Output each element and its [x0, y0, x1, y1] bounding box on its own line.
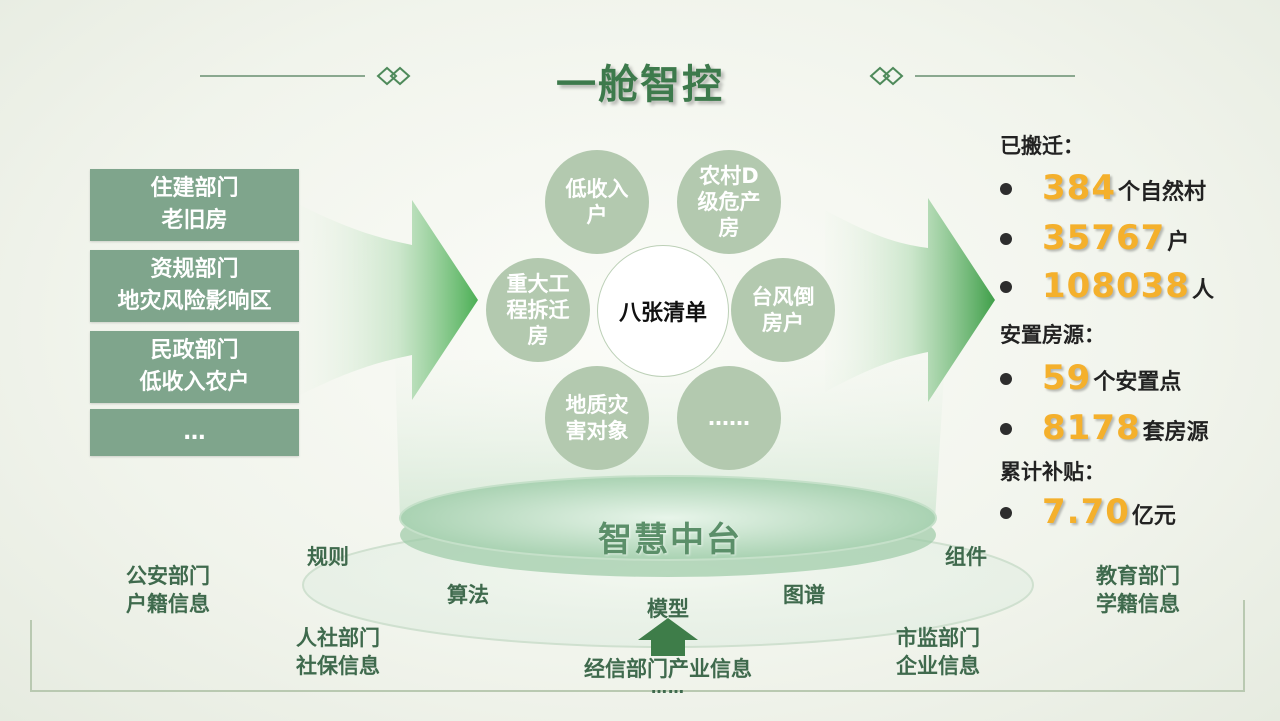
source-info: 社保信息	[296, 654, 380, 678]
stat-unit: 户	[1167, 230, 1190, 255]
bullet-icon	[1000, 183, 1012, 195]
stat-value: 384	[1042, 168, 1116, 208]
bullet-icon	[1000, 233, 1012, 245]
dept-detail: 低收入农户	[139, 370, 250, 395]
petal-typhoon: 台风倒房户	[731, 258, 835, 362]
funnel-shape	[395, 360, 945, 520]
source-hr-social: 人社部门 社保信息	[288, 624, 388, 680]
petal-label: 地质灾害对象	[565, 393, 629, 443]
petal-demolition: 重大工程拆迁房	[486, 258, 590, 362]
right-arrow	[825, 198, 995, 402]
dept-detail: 老旧房	[161, 208, 228, 233]
dept-name: …	[183, 419, 206, 445]
housing-heading: 安置房源：	[1000, 323, 1105, 347]
diamond-right-icon	[869, 66, 904, 86]
dept-name: 民政部门	[150, 338, 239, 363]
source-info: 户籍信息	[126, 592, 210, 616]
stat-unit: 个安置点	[1093, 370, 1182, 395]
source-info: 学籍信息	[1096, 592, 1180, 616]
stat-unit: 个自然村	[1117, 180, 1206, 205]
up-arrow	[638, 618, 698, 656]
component-graph: 图谱	[783, 583, 825, 607]
dept-name: 资规部门	[150, 257, 239, 282]
component-algorithm: 算法	[447, 583, 489, 607]
stat-unit: 亿元	[1131, 504, 1176, 529]
bullet-icon	[1000, 373, 1012, 385]
bullet-icon	[1000, 507, 1012, 519]
source-economy: 经信部门产业信息 ……	[560, 656, 776, 697]
petal-label: 台风倒房户	[751, 285, 815, 335]
source-info: ……	[651, 678, 685, 697]
dept-box-more: …	[90, 409, 299, 456]
source-dept: 人社部门	[296, 626, 380, 650]
diamond-left-icon	[376, 66, 411, 86]
stat-unit: 人	[1191, 278, 1214, 303]
stat-row-households: 35767 户	[1000, 218, 1189, 258]
petal-geo-disaster: 地质灾害对象	[545, 366, 649, 470]
source-police: 公安部门 户籍信息	[118, 562, 218, 618]
dept-box-housing: 住建部门 老旧房	[90, 169, 299, 241]
stat-value: 108038	[1042, 266, 1190, 306]
source-dept: 市监部门	[896, 626, 980, 650]
component-model: 模型	[647, 597, 689, 621]
stat-row-sites: 59 个安置点	[1000, 358, 1181, 398]
source-dept: 经信部门产业信息	[584, 657, 752, 681]
stat-value: 7.70	[1042, 492, 1130, 532]
left-arrow	[300, 200, 478, 400]
relocated-heading: 已搬迁：	[1000, 134, 1084, 158]
center-list-circle: 八张清单	[597, 245, 729, 377]
source-info: 企业信息	[896, 654, 980, 678]
petal-label: 低收入户	[565, 177, 629, 227]
stat-row-units: 8178 套房源	[1000, 408, 1209, 448]
dept-box-civil: 民政部门 低收入农户	[90, 331, 299, 403]
petal-label: ……	[708, 406, 750, 430]
component-rules: 规则	[307, 545, 349, 569]
stat-unit: 套房源	[1142, 420, 1209, 445]
stat-value: 59	[1042, 358, 1092, 398]
component-widgets: 组件	[945, 545, 987, 569]
platform-title: 智慧中台	[598, 520, 742, 560]
dept-name: 住建部门	[150, 176, 239, 201]
center-label: 八张清单	[618, 301, 707, 326]
petal-label: 重大工程拆迁房	[506, 272, 570, 348]
petal-dangerous-house: 农村D级危产房	[677, 150, 781, 254]
stat-row-subsidy: 7.70 亿元	[1000, 492, 1176, 532]
title-rule-left	[200, 75, 365, 77]
frame-bottom	[30, 690, 1245, 692]
frame-right	[1243, 600, 1245, 690]
dept-detail: 地灾风险影响区	[117, 289, 272, 314]
stat-value: 8178	[1042, 408, 1141, 448]
stat-row-people: 108038 人	[1000, 266, 1214, 306]
bullet-icon	[1000, 281, 1012, 293]
frame-left	[30, 620, 32, 690]
source-market: 市监部门 企业信息	[888, 624, 988, 680]
source-dept: 公安部门	[126, 564, 210, 588]
title-rule-right	[915, 75, 1075, 77]
petal-label: 农村D级危产房	[697, 164, 761, 240]
dept-box-resources: 资规部门 地灾风险影响区	[90, 250, 299, 322]
stat-value: 35767	[1042, 218, 1166, 258]
page-title: 一舱智控	[556, 62, 724, 108]
source-dept: 教育部门	[1096, 564, 1180, 588]
subsidy-heading: 累计补贴：	[1000, 460, 1105, 484]
petal-low-income: 低收入户	[545, 150, 649, 254]
petal-more: ……	[677, 366, 781, 470]
source-education: 教育部门 学籍信息	[1088, 562, 1188, 618]
bullet-icon	[1000, 423, 1012, 435]
stat-row-villages: 384 个自然村	[1000, 168, 1206, 208]
